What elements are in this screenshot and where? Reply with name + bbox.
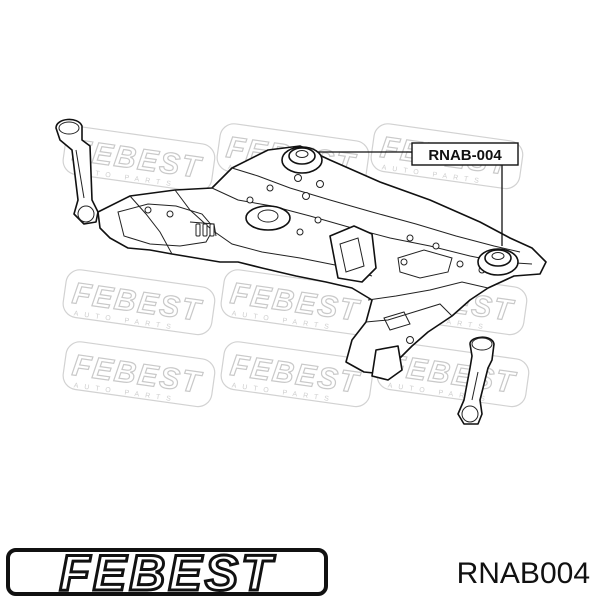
part-callout: RNAB-004 — [318, 142, 519, 246]
brand-logo-text: FEBEST — [59, 545, 276, 600]
crossmember-body — [97, 145, 547, 381]
left-stabilizer-link — [55, 118, 99, 225]
right-stabilizer-link — [457, 336, 495, 425]
callout-label: RNAB-004 — [428, 147, 502, 164]
footer: FEBEST RNAB004 — [6, 544, 590, 600]
bushing-rear — [477, 248, 519, 276]
bushing-front — [281, 146, 323, 174]
subframe-drawing — [55, 118, 547, 425]
watermark-logo: FEBEST AUTO PARTS — [62, 341, 216, 408]
brand-logo: FEBEST — [6, 544, 328, 600]
callout-box — [411, 142, 519, 166]
watermark-logo: FEBEST AUTO PARTS — [62, 269, 216, 336]
part-number: RNAB004 — [457, 557, 590, 590]
